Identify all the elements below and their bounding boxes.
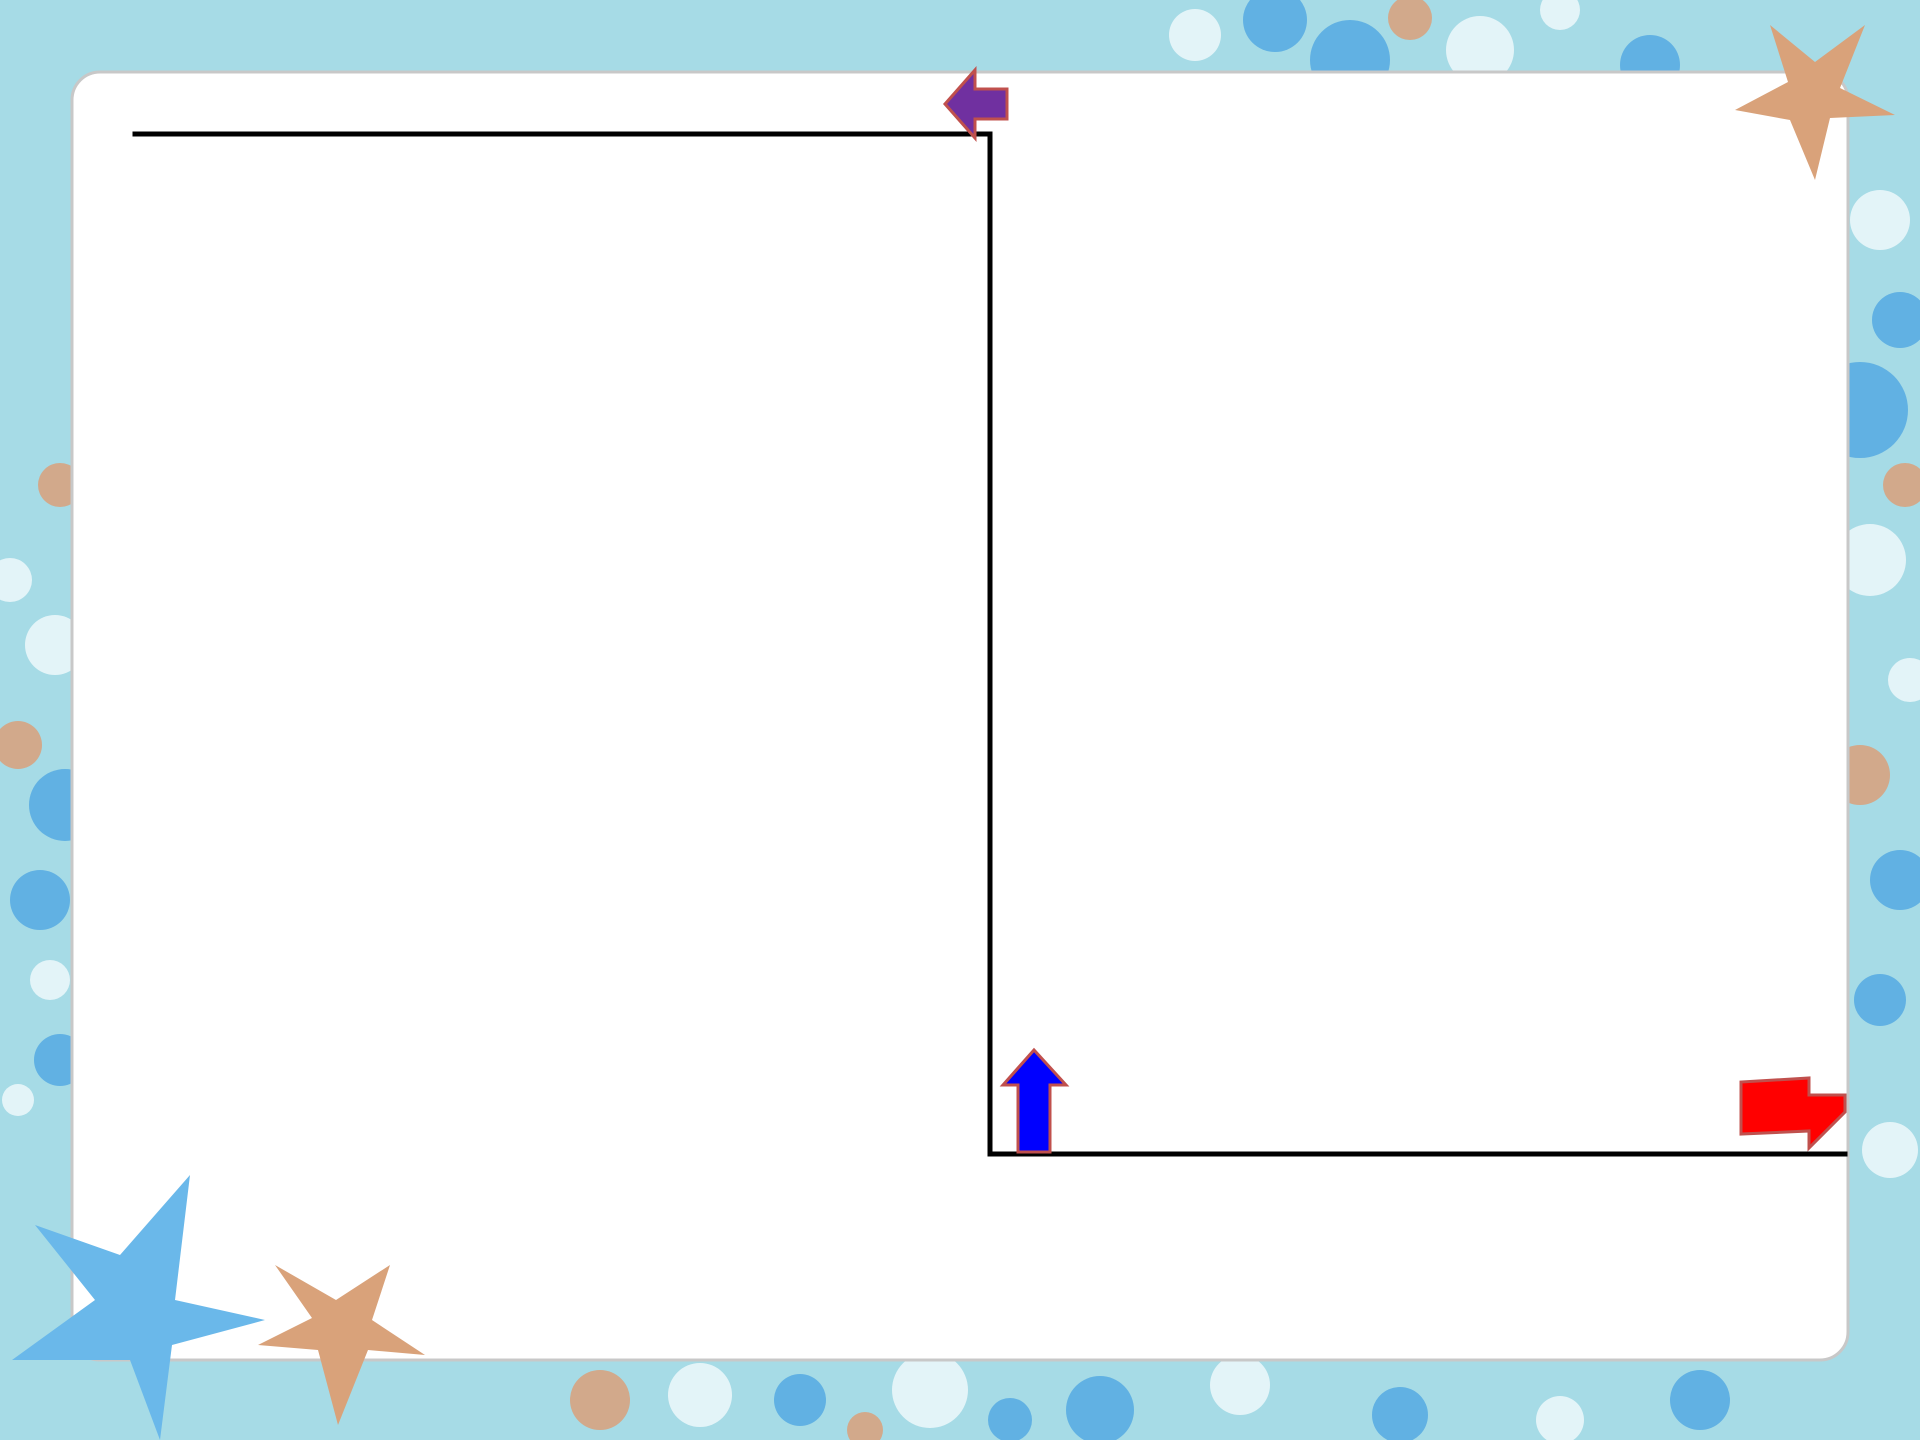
content-panel <box>72 72 1848 1360</box>
